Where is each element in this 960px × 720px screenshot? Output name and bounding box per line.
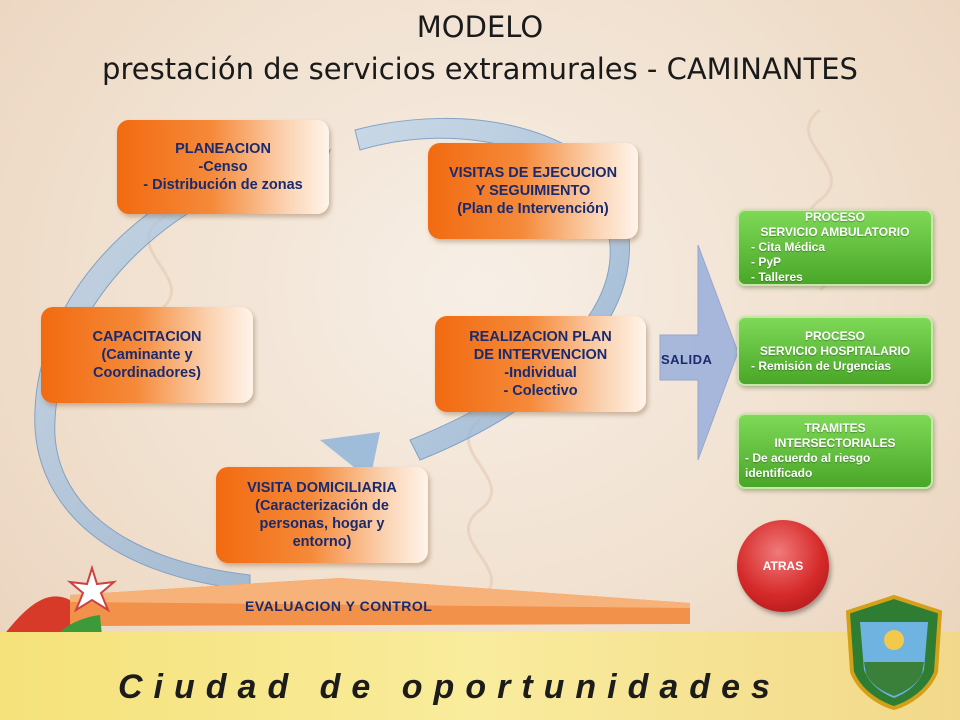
realizacion-line: DE INTERVENCION — [473, 347, 608, 363]
evaluacion-label: EVALUACION Y CONTROL — [245, 598, 433, 614]
atras-button[interactable]: ATRAS — [737, 520, 829, 612]
page-title: MODELO — [416, 10, 544, 44]
slogan: Ciudad de oportunidades — [118, 668, 781, 706]
ambulatorio-head: PROCESO — [804, 210, 865, 224]
visita-domiciliaria-line: personas, hogar y — [259, 516, 385, 532]
ambulatorio-head: SERVICIO AMBULATORIO — [760, 225, 910, 239]
visitas-title: VISITAS DE EJECUCION — [448, 165, 618, 181]
star-icon — [66, 564, 118, 613]
salida-arrow — [659, 244, 739, 461]
tramites-head: INTERSECTORIALES — [774, 436, 896, 450]
visita-domiciliaria-title: VISITA DOMICILIARIA — [247, 480, 397, 496]
capacitacion-line: (Caminante y — [101, 347, 193, 363]
ambulatorio-item: - Cita Médica — [751, 240, 826, 254]
servicio-ambulatorio-button[interactable]: PROCESO SERVICIO AMBULATORIO - Cita Médi… — [737, 209, 933, 286]
capacitacion-box: CAPACITACION (Caminante y Coordinadores) — [41, 307, 253, 403]
planeacion-item: - Distribución de zonas — [143, 177, 303, 193]
visitas-line: Y SEGUIMIENTO — [475, 183, 591, 199]
tramites-head: TRAMITES — [804, 421, 866, 435]
visitas-box: VISITAS DE EJECUCION Y SEGUIMIENTO (Plan… — [428, 143, 638, 239]
salida-label: SALIDA — [661, 352, 713, 367]
visitas-line: (Plan de Intervención) — [457, 201, 609, 217]
realizacion-title: REALIZACION PLAN — [469, 329, 612, 345]
realizacion-box: REALIZACION PLAN DE INTERVENCION -Indivi… — [435, 316, 646, 412]
realizacion-line: -Individual — [504, 365, 577, 381]
visita-domiciliaria-line: entorno) — [292, 534, 352, 550]
visita-domiciliaria-line: (Caracterización de — [255, 498, 389, 514]
tramites-item: identificado — [745, 466, 813, 480]
tramites-intersectoriales-button[interactable]: TRAMITES INTERSECTORIALES - De acuerdo a… — [737, 413, 933, 489]
capacitacion-title: CAPACITACION — [92, 329, 202, 345]
planeacion-box: PLANEACION -Censo - Distribución de zona… — [117, 120, 329, 214]
atras-label: ATRAS — [762, 559, 804, 573]
planeacion-item: -Censo — [198, 159, 248, 175]
capacitacion-line: Coordinadores) — [93, 365, 201, 381]
ambulatorio-item: - Talleres — [751, 270, 803, 284]
visita-domiciliaria-box: VISITA DOMICILIARIA (Caracterización de … — [216, 467, 428, 563]
tramites-item: - De acuerdo al riesgo — [745, 451, 871, 465]
hospitalario-item: - Remisión de Urgencias — [751, 358, 892, 373]
municipal-emblem — [845, 594, 943, 711]
hospitalario-head: SERVICIO HOSPITALARIO — [759, 343, 911, 358]
ambulatorio-item: - PyP — [751, 255, 782, 269]
page-subtitle: prestación de servicios extramurales - C… — [102, 52, 858, 86]
servicio-hospitalario-button[interactable]: PROCESO SERVICIO HOSPITALARIO - Remisión… — [737, 316, 933, 386]
realizacion-line: - Colectivo — [503, 383, 578, 399]
bottom-banner — [0, 632, 960, 720]
hospitalario-head: PROCESO — [804, 328, 865, 343]
planeacion-title: PLANEACION — [175, 141, 271, 157]
